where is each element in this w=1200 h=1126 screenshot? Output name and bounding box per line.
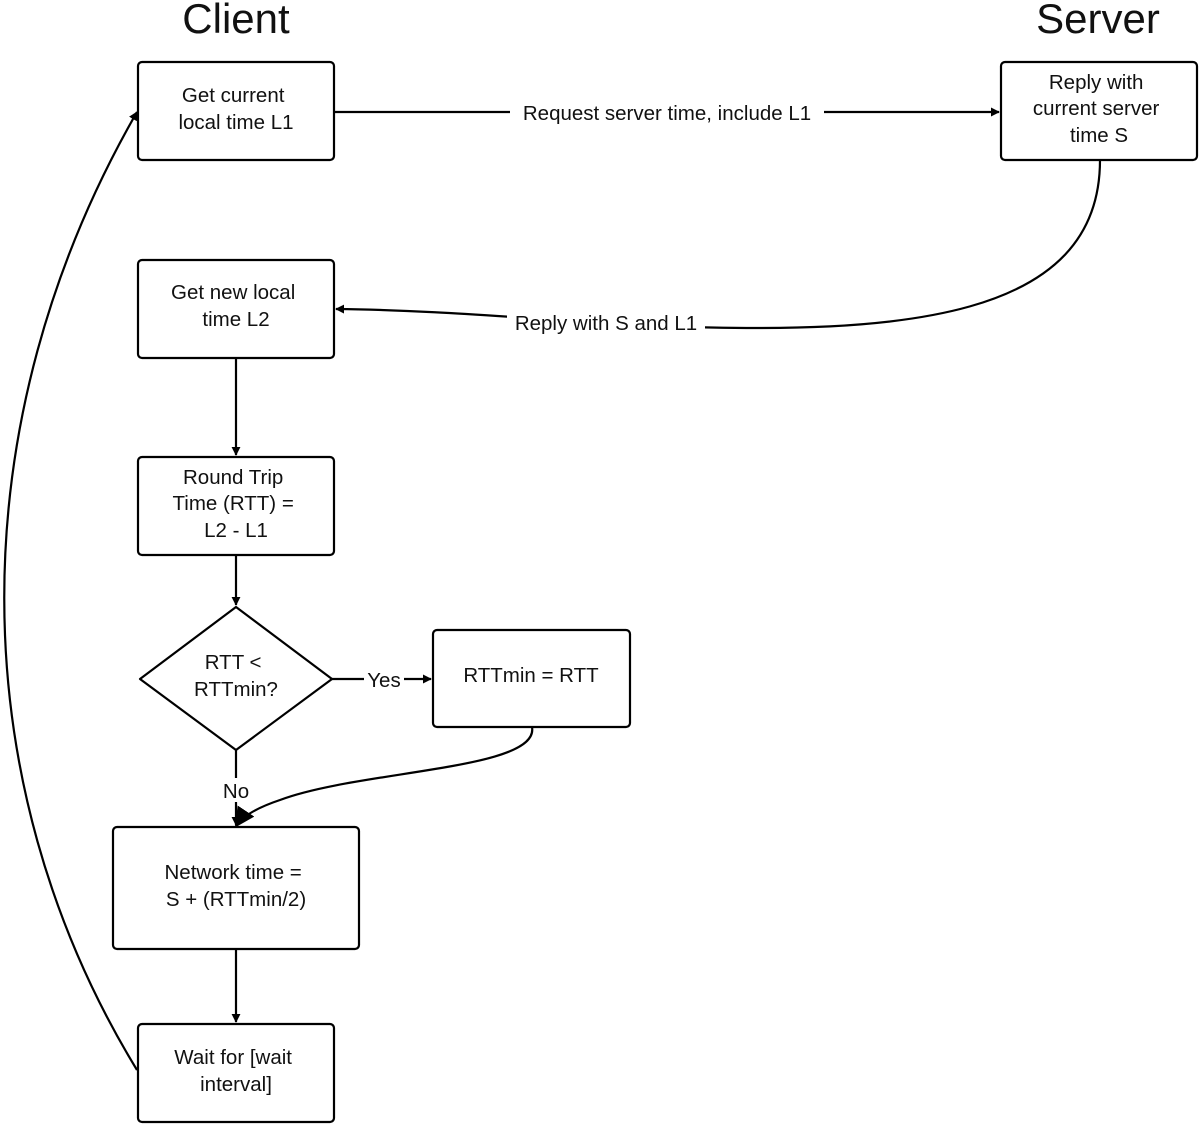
node-line: time S xyxy=(1070,124,1128,147)
loop-back-edge xyxy=(3,111,138,1071)
node-line: time L2 xyxy=(202,308,269,331)
node-line: L2 - L1 xyxy=(204,519,268,542)
request-label-bg xyxy=(510,100,824,126)
node-line: Get current xyxy=(182,84,285,107)
node-line: RTTmin = RTT xyxy=(463,664,599,687)
rttmin-assign-node: RTTmin = RTT xyxy=(431,628,632,729)
rtt-decision-node: RTT < RTTmin? xyxy=(138,605,334,752)
node-line: RTTmin? xyxy=(194,678,278,701)
yes-label-bg xyxy=(364,667,404,691)
rtt-node: Round Trip Time (RTT) = L2 - L1 xyxy=(136,455,336,557)
wait-node: Wait for [wait interval] xyxy=(136,1022,336,1124)
svg-text:Get current local time L: Get current local time L1 xyxy=(178,84,293,134)
svg-text:Reply with current serve: Reply with current server time S xyxy=(1033,71,1165,147)
yes-label: Yes xyxy=(367,669,400,692)
node-line: Reply with xyxy=(1049,71,1144,94)
node-line: Time (RTT) = xyxy=(173,492,294,515)
request-label: Request server time, include L1 xyxy=(523,102,811,125)
network-time-node: Network time = S + (RTTmin/2) xyxy=(111,825,361,951)
svg-text:Network time = S + (RTTm: Network time = S + (RTTmin/2) xyxy=(165,861,308,911)
svg-text:Round Trip Time (RTT) =: Round Trip Time (RTT) = L2 - L1 xyxy=(173,466,300,542)
node-line: S + (RTTmin/2) xyxy=(166,888,306,911)
node-line: RTT < xyxy=(205,651,262,674)
get-local-time-node: Get current local time L1 xyxy=(136,60,336,162)
node-line: Round Trip xyxy=(183,466,283,489)
reply-edge xyxy=(335,159,1102,330)
node-line: interval] xyxy=(200,1073,272,1096)
reply-label-bg xyxy=(507,311,705,337)
edge-labels: Request server time, include L1 Reply wi… xyxy=(218,100,824,803)
svg-text:RTT < RTTmin?: RTT < RTTmin? xyxy=(194,651,278,701)
node-line: Wait for [wait xyxy=(174,1046,292,1069)
node-line: Get new local xyxy=(171,281,295,304)
svg-text:Get new local time L2: Get new local time L2 xyxy=(171,281,301,331)
get-new-local-time-node: Get new local time L2 xyxy=(136,258,336,360)
no-label-bg xyxy=(218,778,254,802)
node-line: current server xyxy=(1033,97,1160,120)
edge-rttmin-to-network xyxy=(234,726,534,828)
node-line: Network time = xyxy=(165,861,302,884)
svg-text:RTTmin = RTT: RTTmin = RTT xyxy=(463,664,599,687)
server-heading: Server xyxy=(1036,0,1160,42)
no-label: No xyxy=(223,780,249,803)
server-reply-node: Reply with current server time S xyxy=(999,60,1199,162)
client-heading: Client xyxy=(182,0,290,42)
svg-text:Wait for [wait interval]: Wait for [wait interval] xyxy=(174,1046,297,1096)
node-line: local time L1 xyxy=(178,111,293,134)
reply-label: Reply with S and L1 xyxy=(515,312,697,335)
